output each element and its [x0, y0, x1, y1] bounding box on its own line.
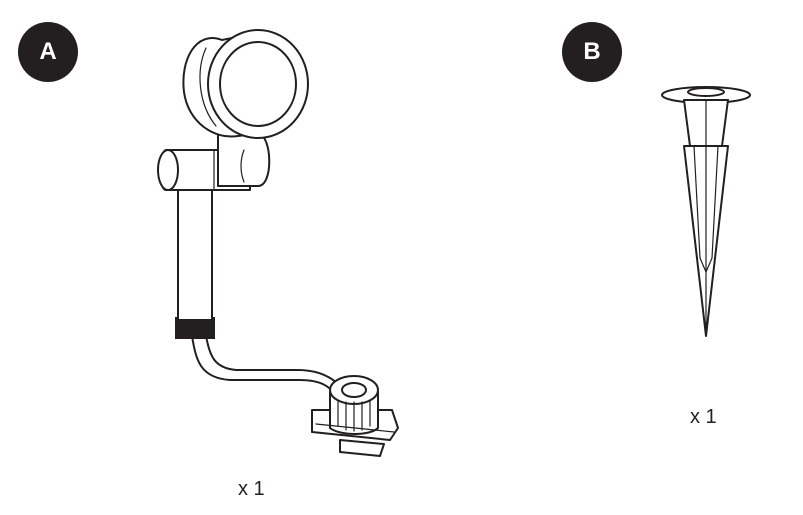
part-b-label: B: [583, 38, 601, 65]
part-b-badge: B: [562, 22, 622, 82]
part-a-label: A: [39, 38, 57, 65]
part-a-quantity: x 1: [238, 478, 265, 500]
part-a-badge: A: [18, 22, 78, 82]
ground-stake-illustration: [661, 86, 751, 337]
spotlight-illustration: [157, 29, 399, 457]
part-b-quantity: x 1: [690, 406, 717, 428]
